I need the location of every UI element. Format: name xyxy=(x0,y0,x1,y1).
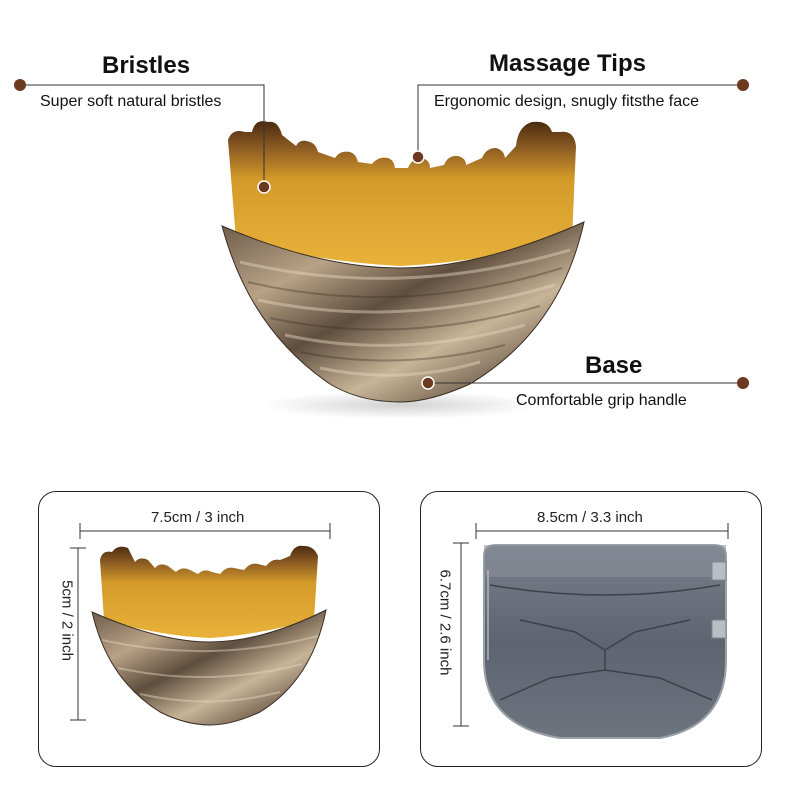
case-hinge-bottom xyxy=(711,619,727,639)
massage-tips-right-dot xyxy=(737,79,749,91)
hero-bristles xyxy=(228,121,576,266)
base-right-dot xyxy=(737,377,749,389)
hero-base xyxy=(221,221,585,403)
bristles-title: Bristles xyxy=(102,52,191,79)
bristles-left-dot xyxy=(14,79,26,91)
case-hinge-top xyxy=(711,561,727,581)
bristles-target-dot xyxy=(257,180,271,194)
brush-width-label: 7.5cm / 3 inch xyxy=(151,509,245,526)
base-title: Base xyxy=(585,352,643,379)
case-width-label: 8.5cm / 3.3 inch xyxy=(537,509,643,526)
hero-shadow xyxy=(260,391,540,419)
bristles-desc: Super soft natural bristles xyxy=(40,93,222,110)
massage-tips-desc: Ergonomic design, snugly fitsthe face xyxy=(434,93,700,110)
massage-tips-title: Massage Tips xyxy=(489,50,646,77)
massage-tips-target-dot xyxy=(411,150,425,164)
base-target-dot xyxy=(421,376,435,390)
base-desc: Comfortable grip handle xyxy=(516,392,687,409)
